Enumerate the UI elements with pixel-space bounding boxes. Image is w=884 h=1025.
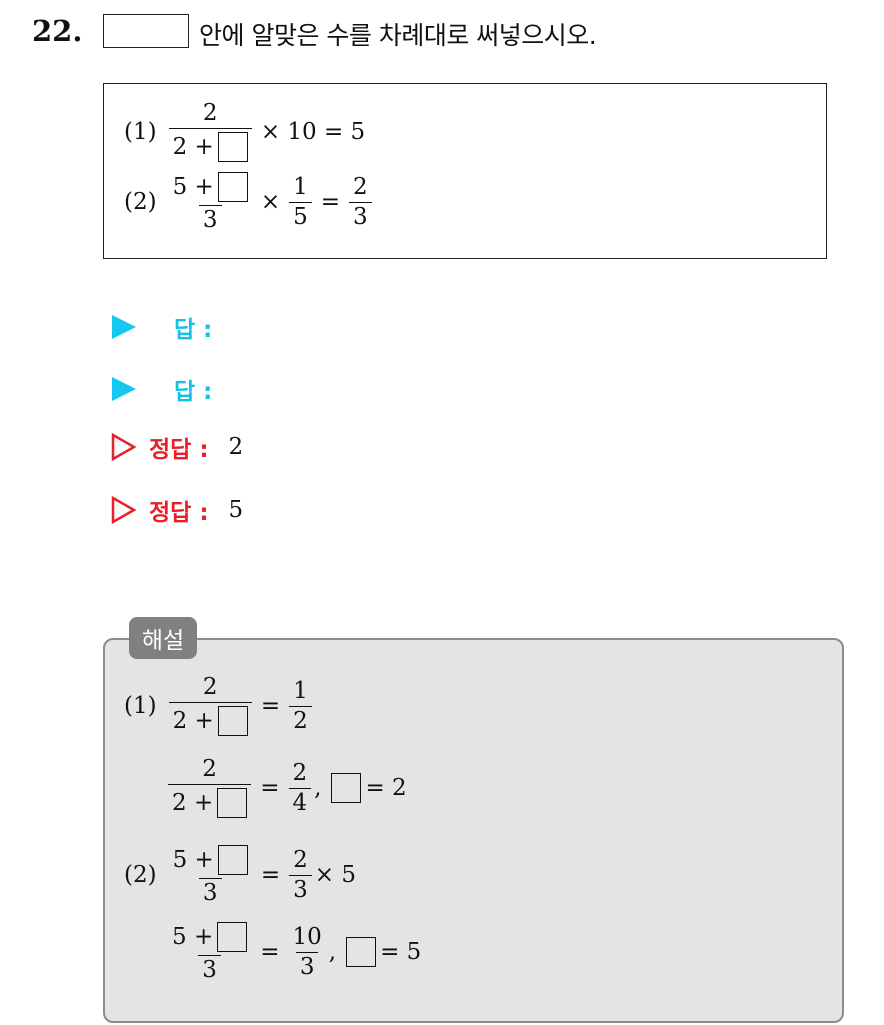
- problem-box: [103, 83, 827, 259]
- denominator-text: 2 +: [172, 707, 214, 734]
- correct-answer-label: 정답 :: [149, 500, 209, 526]
- outline-triangle-icon: [111, 496, 137, 524]
- problem-2: (2) 5 + 3 × 1 5 = 2 3: [124, 172, 375, 232]
- solution-value: × 5: [314, 862, 356, 888]
- fraction-numerator: 2: [202, 674, 218, 700]
- solution-result: 1 2: [289, 677, 312, 733]
- blank-box-icon: [217, 845, 248, 875]
- fraction-denominator: 5: [289, 201, 312, 229]
- fraction-numerator: 5 +: [169, 845, 252, 878]
- fraction-denominator: 2 +: [168, 128, 252, 162]
- fraction-numerator: 2: [293, 846, 308, 873]
- solution-fraction: 2 2 +: [168, 756, 252, 818]
- solution-value: = 2: [365, 775, 407, 801]
- solution-fraction: 5 + 3: [168, 922, 251, 982]
- solution-tag: 해설: [129, 617, 197, 659]
- blank-box-icon: [331, 773, 362, 803]
- solution-line-4: 5 + 3 = 10 3 , = 5: [165, 922, 421, 982]
- blank-box-icon: [103, 14, 189, 48]
- solution-line-3: (2) 5 + 3 = 2 3 × 5: [124, 845, 356, 905]
- solution-fraction: 2 2 +: [168, 674, 252, 736]
- fraction-denominator: 3: [289, 874, 312, 902]
- answer-line-1: 답 :: [112, 310, 212, 344]
- equals-sign: =: [260, 693, 281, 719]
- play-triangle-icon: [112, 315, 136, 339]
- fraction-denominator: 2 +: [168, 702, 252, 736]
- fraction-numerator: 2: [202, 100, 218, 126]
- solution-line-1: (1) 2 2 + = 1 2: [124, 676, 315, 736]
- equals-sign: =: [260, 775, 280, 801]
- blank-box-icon: [346, 937, 377, 967]
- fraction-denominator: 2: [289, 705, 312, 733]
- fraction-numerator: 1: [293, 677, 308, 704]
- numerator-text: 5 +: [172, 923, 214, 950]
- blank-box-icon: [217, 132, 248, 162]
- problem-1-label: (1): [124, 119, 157, 145]
- correct-answer-line-1: 정답 : 2: [111, 430, 243, 464]
- times-sign: ×: [260, 189, 281, 215]
- answer-label: 답 :: [174, 317, 213, 343]
- comma: ,: [314, 775, 322, 801]
- blank-box-icon: [217, 922, 248, 952]
- fraction-denominator: 4: [288, 787, 312, 815]
- correct-answer-value: 5: [228, 497, 244, 523]
- fraction-numerator: 5 +: [168, 922, 251, 955]
- fraction-denominator: 2 +: [168, 784, 252, 818]
- play-triangle-icon: [112, 377, 136, 401]
- solution-label: (1): [124, 693, 157, 719]
- question-text: 안에 알맞은 수를 차례대로 써넣으시오.: [199, 21, 597, 50]
- solution-line-2: 2 2 + = 2 4 , = 2: [165, 758, 407, 818]
- answer-line-2: 답 :: [112, 372, 212, 406]
- blank-box-icon: [217, 788, 248, 818]
- fraction-denominator: 3: [349, 201, 372, 229]
- comma: ,: [328, 939, 337, 965]
- solution-result: 10 3: [289, 923, 326, 979]
- problem-2-label: (2): [124, 189, 157, 215]
- fraction-numerator: 2: [292, 759, 308, 786]
- equals-sign: =: [260, 939, 280, 965]
- fraction-numerator: 2: [353, 173, 368, 200]
- correct-answer-line-2: 정답 : 5: [111, 493, 243, 527]
- problem-2-result: 2 3: [349, 173, 372, 229]
- solution-label: (2): [124, 862, 157, 888]
- numerator-text: 5 +: [172, 173, 214, 200]
- correct-answer-label: 정답 :: [149, 437, 209, 463]
- solution-result: 2 3: [289, 846, 312, 902]
- equals-sign: =: [260, 862, 281, 888]
- blank-box-icon: [217, 172, 248, 202]
- denominator-text: 2 +: [172, 789, 214, 816]
- fraction-numerator: 5 +: [169, 172, 252, 205]
- answer-label: 답 :: [174, 379, 213, 405]
- problem-1: (1) 2 2 + × 10 = 5: [124, 102, 371, 162]
- numerator-text: 5 +: [172, 846, 214, 873]
- outline-triangle-icon: [111, 433, 137, 461]
- solution-value: = 5: [380, 939, 422, 965]
- equals-sign: =: [320, 189, 341, 215]
- fraction-denominator: 3: [198, 955, 221, 982]
- denominator-text: 2 +: [172, 133, 214, 160]
- question-number: 22.: [32, 14, 83, 48]
- solution-fraction: 5 + 3: [169, 845, 252, 905]
- problem-1-fraction: 2 2 +: [168, 100, 252, 162]
- blank-box-icon: [217, 706, 248, 736]
- fraction-denominator: 3: [198, 205, 222, 232]
- problem-2-factor: 1 5: [289, 173, 312, 229]
- problem-1-rhs: × 10 = 5: [260, 119, 366, 145]
- fraction-numerator: 10: [292, 923, 322, 950]
- fraction-denominator: 3: [198, 878, 222, 905]
- correct-answer-value: 2: [228, 434, 244, 460]
- problem-2-fraction: 5 + 3: [169, 172, 252, 232]
- solution-result: 2 4: [288, 759, 312, 815]
- fraction-denominator: 3: [295, 951, 319, 979]
- fraction-numerator: 2: [202, 756, 217, 782]
- fraction-numerator: 1: [293, 173, 308, 200]
